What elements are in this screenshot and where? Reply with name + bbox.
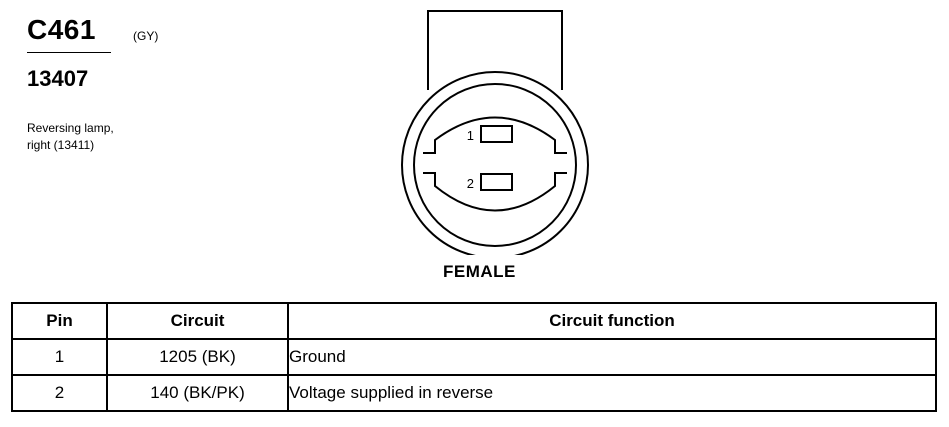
header-circuit: Circuit xyxy=(106,302,289,340)
description-line-1: Reversing lamp, xyxy=(27,121,114,135)
table-header-row: Pin Circuit Circuit function xyxy=(11,302,937,340)
header-circuit-function: Circuit function xyxy=(287,302,937,340)
row-function: Ground xyxy=(287,338,937,376)
connector-face-diagram: 1 2 xyxy=(401,10,589,255)
description-line-2: right (13411) xyxy=(27,138,95,152)
pin-table: Pin Circuit Circuit function 1 1205 (BK)… xyxy=(11,302,937,412)
description: Reversing lamp, right (13411) xyxy=(27,120,227,154)
pin-1-label: 1 xyxy=(467,128,474,143)
connector-id: C461 xyxy=(27,14,96,45)
pin-2-label: 2 xyxy=(467,176,474,191)
row-pin: 1 xyxy=(11,338,108,376)
color-code: (GY) xyxy=(133,29,159,43)
connector-inner-upper xyxy=(423,116,567,154)
pin-2-socket xyxy=(480,173,513,191)
row-circuit: 1205 (BK) xyxy=(106,338,289,376)
connector-outer-ring xyxy=(401,71,589,255)
connector-face-label: FEMALE xyxy=(443,262,516,281)
row-function: Voltage supplied in reverse xyxy=(287,374,937,412)
connector-inner-lower xyxy=(423,172,567,212)
header-pin: Pin xyxy=(11,302,108,340)
title-rule xyxy=(27,52,111,53)
table-row: 2 140 (BK/PK) Voltage supplied in revers… xyxy=(11,374,937,412)
connector-housing-tab xyxy=(427,10,563,90)
pin-1-socket xyxy=(480,125,513,143)
table-row: 1 1205 (BK) Ground xyxy=(11,338,937,376)
connector-middle-ring xyxy=(413,83,577,247)
row-pin: 2 xyxy=(11,374,108,412)
row-circuit: 140 (BK/PK) xyxy=(106,374,289,412)
part-number: 13407 xyxy=(27,66,89,91)
